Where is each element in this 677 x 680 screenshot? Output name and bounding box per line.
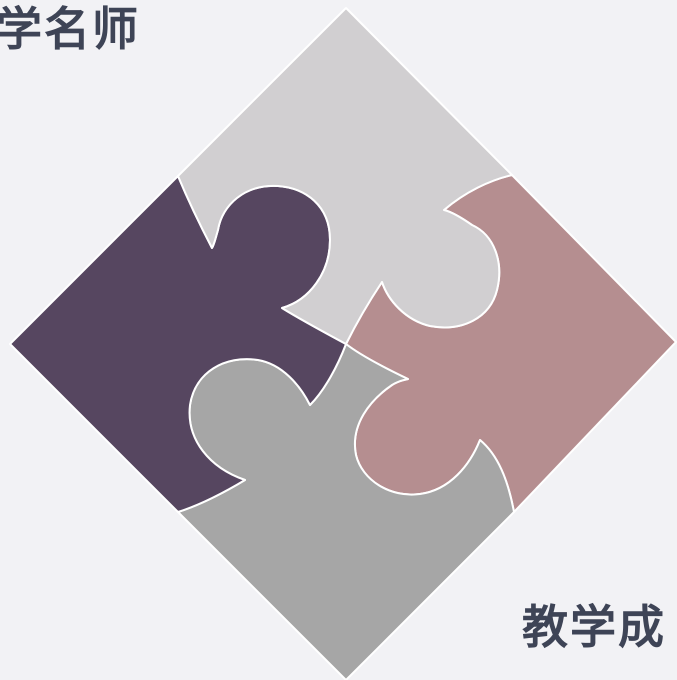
puzzle-piece-top xyxy=(177,7,513,345)
title-text-top-left: 学名师 xyxy=(0,2,140,56)
title-text-bottom-right: 教学成 xyxy=(522,600,666,654)
